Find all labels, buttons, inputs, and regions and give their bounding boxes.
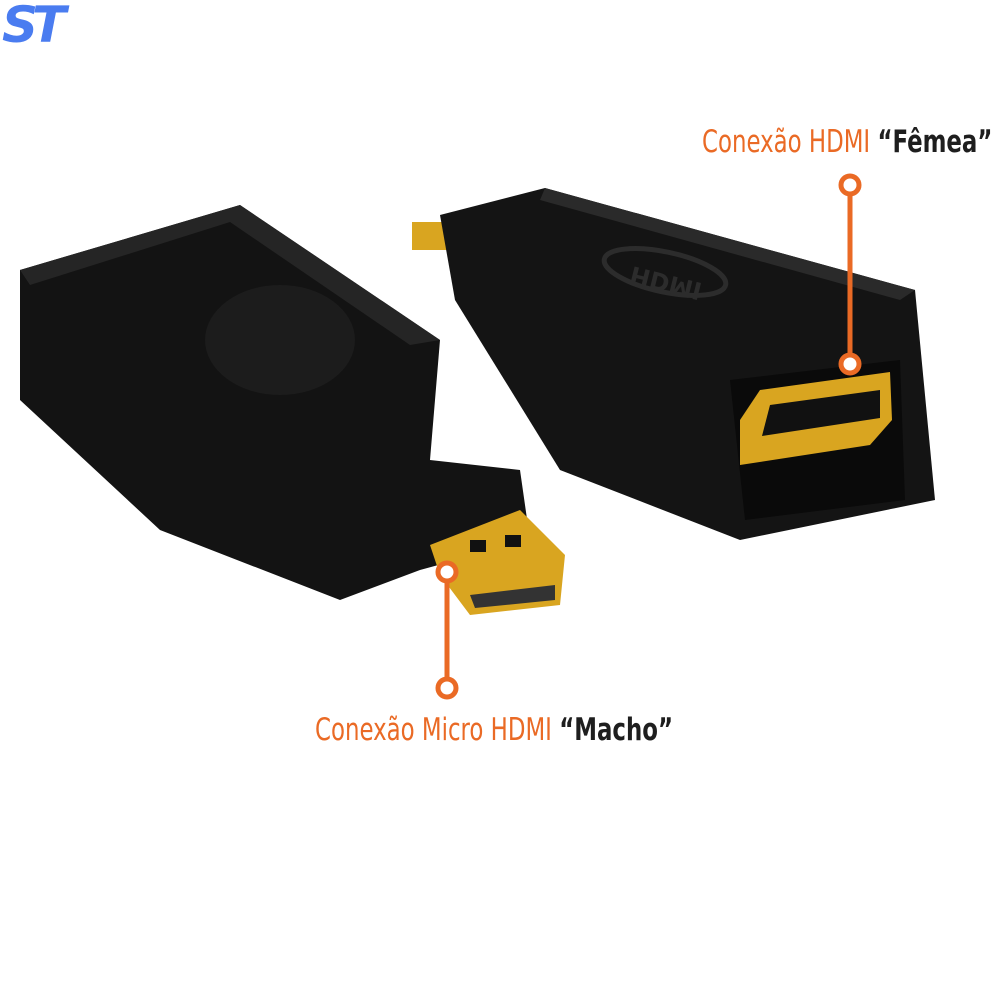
female-connection-label: Conexão HDMI “Fêmea” — [702, 124, 993, 160]
right-adapter: HDMI — [412, 188, 935, 540]
callout-male — [435, 560, 459, 700]
callout-female — [838, 173, 862, 376]
male-connection-label: Conexão Micro HDMI “Macho” — [315, 712, 674, 748]
left-adapter — [20, 205, 565, 615]
brand-logo: ST — [2, 0, 66, 54]
